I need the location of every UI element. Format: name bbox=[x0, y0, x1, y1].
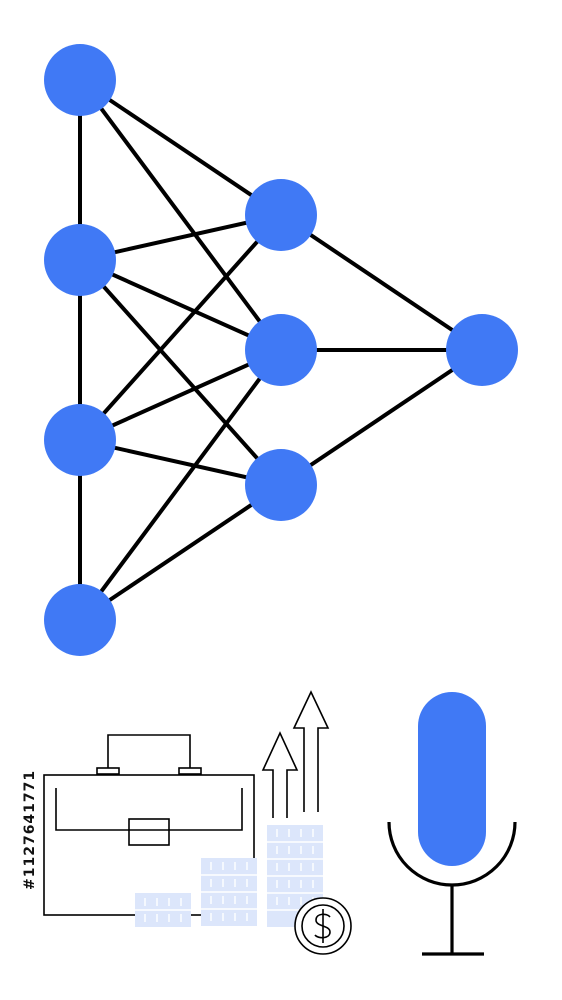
output-node bbox=[446, 314, 518, 386]
edge bbox=[78, 258, 283, 487]
up-arrow-icon bbox=[261, 690, 330, 818]
coin-stack-icon bbox=[135, 825, 323, 927]
hidden-node bbox=[245, 314, 317, 386]
edge bbox=[78, 258, 283, 352]
input-node bbox=[44, 584, 116, 656]
edge bbox=[78, 348, 283, 622]
edge bbox=[78, 348, 283, 442]
input-node bbox=[44, 404, 116, 476]
edge bbox=[279, 348, 484, 487]
network-edges bbox=[78, 78, 484, 622]
stock-id-watermark: #1127641771 bbox=[22, 769, 38, 890]
neural-network bbox=[44, 44, 518, 656]
dollar-coin-icon bbox=[294, 897, 352, 955]
input-node bbox=[44, 224, 116, 296]
microphone-icon bbox=[387, 692, 517, 956]
hidden-node bbox=[245, 449, 317, 521]
edge bbox=[78, 483, 283, 622]
edge bbox=[279, 213, 484, 352]
edge bbox=[78, 213, 283, 442]
network-nodes bbox=[44, 44, 518, 656]
coin-stack-medium bbox=[201, 858, 257, 926]
edge bbox=[78, 78, 283, 352]
coin-stack-small bbox=[135, 893, 191, 927]
edge bbox=[78, 78, 283, 217]
microphone-capsule bbox=[418, 692, 486, 866]
hidden-node bbox=[245, 179, 317, 251]
input-node bbox=[44, 44, 116, 116]
